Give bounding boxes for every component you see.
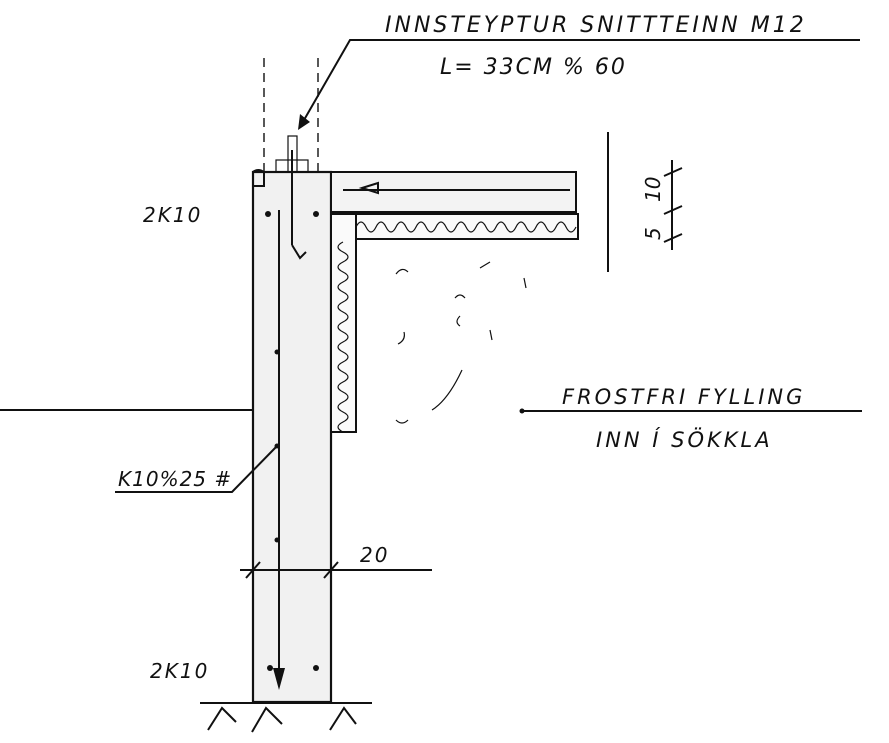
wall-top-notch [252, 169, 265, 187]
rebar-dot [313, 665, 319, 671]
dimension-tick [663, 205, 683, 215]
slab-thickness-top-label: 5 [641, 227, 665, 240]
rebar-dot [267, 665, 273, 671]
vertical-insulation [330, 213, 357, 433]
soil-hatch [207, 706, 357, 733]
anchor-title-label: INNSTEYPTUR SNITTTEINN M12 [385, 13, 807, 38]
stirrup-label: K10%25 # [118, 467, 232, 491]
horizontal-insulation [330, 213, 579, 240]
rebar-dot [274, 349, 280, 355]
dimension-tick [245, 561, 261, 579]
fill-label-line1: FROSTFRI FYLLING [562, 385, 805, 409]
floor-slab [330, 171, 577, 213]
top-rebar-label: 2K10 [143, 203, 202, 227]
anchor-washer [275, 159, 309, 173]
foundation-wall [251, 170, 333, 704]
bottom-rebar-label: 2K10 [150, 659, 209, 683]
rebar-dot [313, 211, 319, 217]
slab-arrow-icon [358, 181, 379, 195]
insulation-hatch-vertical [337, 241, 349, 433]
slab-thickness-bottom-label: 10 [641, 177, 665, 202]
rebar-down-arrow-icon [273, 668, 285, 690]
anchor-spec-label: L= 33CM % 60 [440, 55, 627, 80]
gravel-fill-marks [395, 261, 527, 424]
anchor-bolt-hook [291, 244, 307, 260]
fill-label-line2: INN Í SÖKKLA [596, 427, 773, 452]
dimension-tick [323, 561, 339, 579]
wall-width-label: 20 [360, 543, 389, 567]
anchor-leader-line [303, 39, 382, 121]
fill-leader-dot [519, 408, 525, 414]
stirrup-leader-line [115, 445, 278, 493]
dimension-tick [663, 233, 683, 243]
dimension-tick [663, 167, 683, 177]
anchor-arrow-icon [298, 114, 310, 130]
rebar-dot [265, 211, 271, 217]
rebar-dot [274, 537, 280, 543]
insulation-hatch-horizontal [335, 221, 577, 233]
